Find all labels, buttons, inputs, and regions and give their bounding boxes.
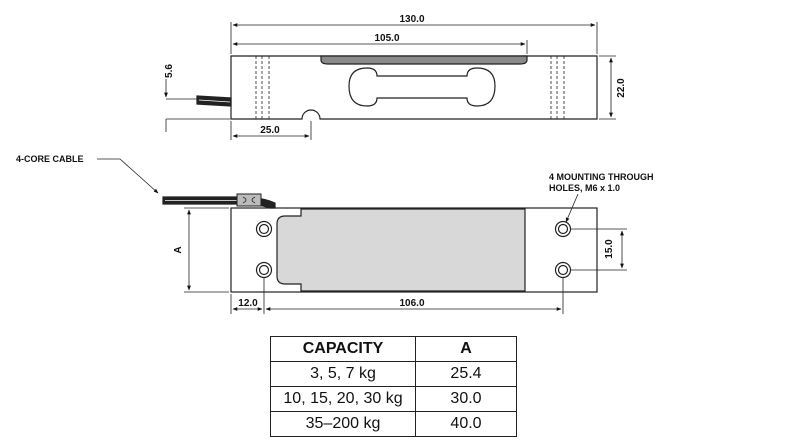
dogbone-cutout xyxy=(348,67,496,107)
mounting-hole-inner xyxy=(258,264,270,276)
a-value-cell: 25.4 xyxy=(415,361,517,387)
dim-overall-length: 130.0 xyxy=(399,14,424,25)
mounting-hole-inner xyxy=(557,223,569,235)
table-row: 3, 5, 7 kg 25.4 xyxy=(270,361,517,387)
mounting-hole xyxy=(554,220,572,238)
header-capacity: CAPACITY xyxy=(270,336,416,362)
mounting-hole xyxy=(255,261,273,279)
mounting-hole xyxy=(255,220,273,238)
side-view-dimensions xyxy=(97,158,627,314)
dim-hole-pitch: 15.0 xyxy=(604,239,615,259)
cable-clamp xyxy=(236,193,262,207)
dim-notch-offset: 25.0 xyxy=(260,125,280,136)
holes-note-line2: HOLES, M6 x 1.0 xyxy=(549,183,620,193)
dim-height: 22.0 xyxy=(616,78,627,98)
a-value-cell: 30.0 xyxy=(415,386,517,412)
mounting-hole-inner xyxy=(557,264,569,276)
dim-body-length: 106.0 xyxy=(399,298,424,309)
capacity-cell: 10, 15, 20, 30 kg xyxy=(270,386,416,412)
mounting-hole xyxy=(554,261,572,279)
dim-edge-offset: 12.0 xyxy=(238,298,258,309)
side-view xyxy=(162,193,598,293)
cable-label: 4-CORE CABLE xyxy=(16,154,84,164)
capacity-cell: 3, 5, 7 kg xyxy=(270,361,416,387)
dim-a: A xyxy=(173,246,184,253)
top-view-body xyxy=(230,55,598,120)
dim-cable-offset: 5.6 xyxy=(164,64,175,78)
mounting-hole-inner xyxy=(258,223,270,235)
strain-gauge-area xyxy=(276,208,526,292)
capacity-cell: 35–200 kg xyxy=(270,411,416,437)
top-view xyxy=(196,55,598,120)
header-a: A xyxy=(415,336,517,362)
table-row: 10, 15, 20, 30 kg 30.0 xyxy=(270,386,517,412)
table-row: 35–200 kg 40.0 xyxy=(270,411,517,437)
dim-slot-length: 105.0 xyxy=(374,33,399,44)
capacity-table: CAPACITY A 3, 5, 7 kg 25.4 10, 15, 20, 3… xyxy=(270,336,517,437)
holes-note-line1: 4 MOUNTING THROUGH xyxy=(549,172,654,182)
top-view-dimensions xyxy=(164,22,616,140)
table-header-row: CAPACITY A xyxy=(270,336,517,362)
top-slot xyxy=(320,55,528,65)
a-value-cell: 40.0 xyxy=(415,411,517,437)
